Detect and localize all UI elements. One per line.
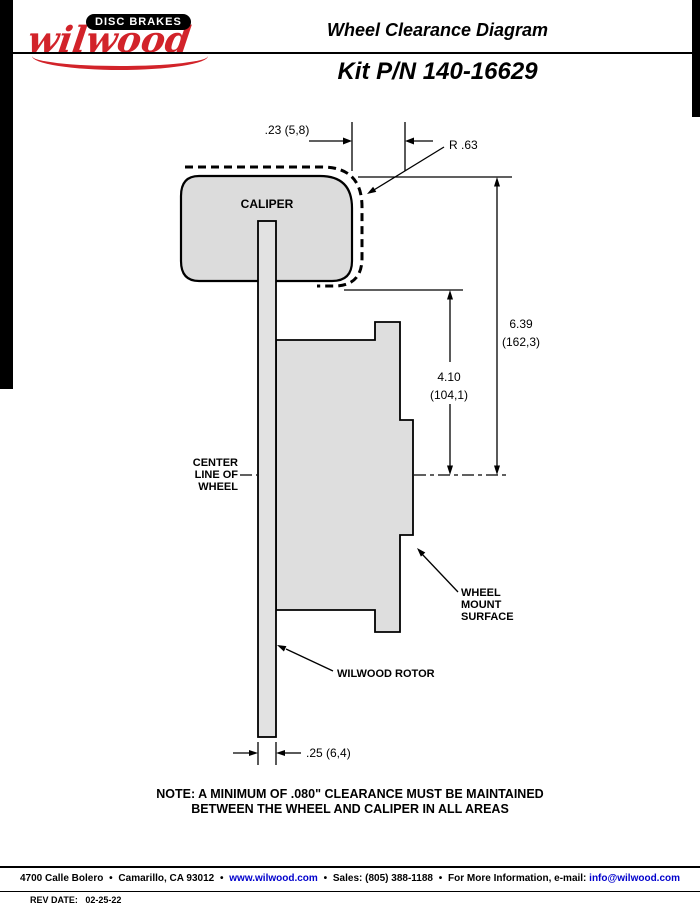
centerline-label: CENTER (193, 457, 238, 469)
leader-line (285, 648, 334, 672)
rotor-width-dimension: .25 (6,4) (306, 746, 351, 760)
arrowhead (367, 186, 377, 194)
rotor-label: WILWOOD ROTOR (337, 668, 435, 680)
bullet-separator: • (438, 873, 443, 884)
wilwood-logo: wilwood DISC BRAKES (25, 12, 218, 70)
arrowhead (276, 750, 285, 756)
centerline-label: WHEEL (198, 481, 238, 493)
disc-brakes-badge: DISC BRAKES (86, 14, 191, 30)
leader-line (421, 553, 459, 593)
clearance-dimension: .23 (5,8) (265, 123, 310, 137)
wheel-mount-label: SURFACE (461, 611, 514, 623)
note-line-1: NOTE: A MINIMUM OF .080" CLEARANCE MUST … (156, 787, 544, 801)
arrowhead (494, 177, 500, 187)
caliper-height-dimension: 6.39 (509, 317, 533, 331)
rev-date-label: REV DATE: (30, 895, 78, 905)
leader-line (372, 146, 445, 192)
arrowhead (447, 465, 453, 475)
hat-section (275, 321, 414, 633)
arrowhead (249, 750, 258, 756)
arrowhead (277, 645, 287, 652)
footer-divider (0, 866, 700, 868)
page-title: Wheel Clearance Diagram (326, 20, 549, 40)
mount-height-dimension: 4.10 (437, 370, 461, 384)
logo-swoosh-line (32, 56, 208, 70)
rev-date-value: 02-25-22 (85, 895, 122, 905)
caliper-height-dimension-mm: (162,3) (502, 335, 540, 349)
footer-contact-line: 4700 Calle Bolero • Camarillo, CA 93012 … (0, 873, 700, 884)
footer-sales-phone: Sales: (805) 388-1188 (332, 873, 433, 884)
email-link[interactable]: info@wilwood.com (589, 873, 681, 884)
bullet-separator: • (219, 873, 224, 884)
kit-part-number: Kit P/N 140-16629 (337, 58, 538, 85)
scan-edge-bar-left (0, 0, 13, 389)
note-line-2: BETWEEN THE WHEEL AND CALIPER IN ALL ARE… (191, 802, 509, 816)
centerline-label: LINE OF (195, 469, 239, 481)
arrowhead (494, 465, 500, 475)
arrowhead (405, 137, 414, 145)
footer-address: 4700 Calle Bolero (19, 873, 104, 884)
footer-city: Camarillo, CA 93012 (118, 873, 215, 884)
website-link[interactable]: www.wilwood.com (229, 873, 318, 884)
footer-info-prefix: For More Information, e-mail: (448, 873, 587, 884)
radius-dimension: R .63 (449, 138, 478, 152)
caliper-label: CALIPER (241, 197, 294, 211)
arrowhead (447, 290, 453, 300)
header-divider (0, 52, 700, 54)
rotor-section (257, 220, 277, 738)
bullet-separator: • (109, 873, 113, 884)
rev-date: REV DATE: 02-25-22 (30, 895, 126, 905)
wheel-mount-label: WHEEL (461, 587, 501, 599)
arrowhead (343, 137, 352, 145)
mount-height-dimension-mm: (104,1) (430, 388, 468, 402)
clearance-note: NOTE: A MINIMUM OF .080" CLEARANCE MUST … (0, 787, 700, 817)
scan-edge-bar-right (692, 0, 700, 117)
footer-divider-2 (0, 891, 700, 892)
wheel-mount-label: MOUNT (461, 599, 502, 611)
arrowhead (417, 548, 426, 557)
bullet-separator: • (323, 873, 328, 884)
clearance-envelope-dashed-line (185, 165, 364, 288)
